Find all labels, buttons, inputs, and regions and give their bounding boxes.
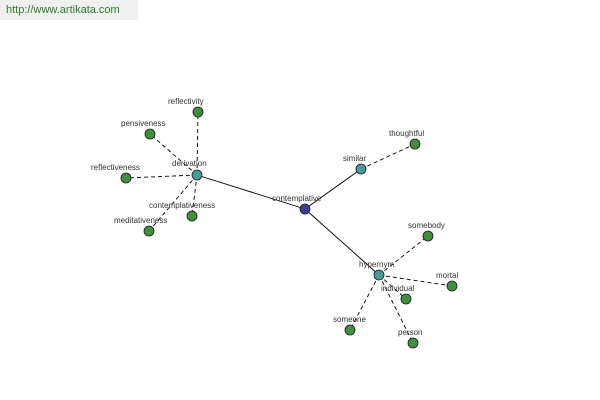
site-url[interactable]: http://www.artikata.com xyxy=(0,0,138,20)
edge-derivation-meditativeness xyxy=(148,174,198,232)
edge-hypernym-person xyxy=(378,274,414,344)
edges-layer xyxy=(125,111,453,344)
nodes-layer xyxy=(120,106,458,349)
leaf-node-pensiveness[interactable] xyxy=(144,128,156,140)
leaf-label-individual[interactable]: individual xyxy=(381,284,415,293)
edge-derivation-reflectivity xyxy=(196,111,199,176)
leaf-node-someone[interactable] xyxy=(344,324,356,336)
relation-label-similar[interactable]: similar xyxy=(343,154,366,163)
leaf-label-somebody[interactable]: somebody xyxy=(408,221,445,230)
edge-derivation-reflectiveness xyxy=(125,174,198,179)
labels-layer: contemplative derivation reflectivity pensi… xyxy=(91,97,458,337)
relation-label-derivation[interactable]: derivation xyxy=(172,159,207,168)
center-node[interactable] xyxy=(299,203,311,215)
edge-center-hypernym xyxy=(304,208,380,276)
relation-node-derivation[interactable] xyxy=(191,169,203,181)
leaf-node-thoughtful[interactable] xyxy=(409,138,421,150)
leaf-label-someone[interactable]: someone xyxy=(333,315,366,324)
relation-node-similar[interactable] xyxy=(355,163,367,175)
leaf-label-mortal[interactable]: mortal xyxy=(436,271,458,280)
edge-hypernym-mortal xyxy=(378,274,453,287)
edge-center-similar xyxy=(304,168,362,210)
leaf-label-contemplativeness[interactable]: contemplativeness xyxy=(149,201,215,210)
edge-hypernym-somebody xyxy=(378,235,429,276)
leaf-label-reflectiveness[interactable]: reflectiveness xyxy=(91,163,140,172)
leaf-label-reflectivity[interactable]: reflectivity xyxy=(168,97,204,106)
leaf-node-person[interactable] xyxy=(407,337,419,349)
edge-similar-thoughtful xyxy=(360,143,416,170)
leaf-label-person[interactable]: person xyxy=(398,328,422,337)
leaf-node-reflectivity[interactable] xyxy=(192,106,204,118)
edge-center-derivation xyxy=(196,174,306,210)
leaf-node-individual[interactable] xyxy=(400,293,412,305)
relation-label-hypernym[interactable]: hypernym xyxy=(359,260,394,269)
leaf-label-meditativeness[interactable]: meditativeness xyxy=(114,216,167,225)
center-label[interactable]: contemplative xyxy=(272,194,322,203)
relation-node-hypernym[interactable] xyxy=(373,269,385,281)
leaf-node-contemplativeness[interactable] xyxy=(186,210,198,222)
edge-hypernym-someone xyxy=(349,274,380,331)
leaf-label-pensiveness[interactable]: pensiveness xyxy=(121,119,165,128)
leaf-node-mortal[interactable] xyxy=(446,280,458,292)
leaf-node-somebody[interactable] xyxy=(422,230,434,242)
edge-derivation-pensiveness xyxy=(149,133,198,176)
edge-hypernym-individual xyxy=(378,274,407,300)
leaf-node-reflectiveness[interactable] xyxy=(120,172,132,184)
leaf-node-meditativeness[interactable] xyxy=(143,225,155,237)
leaf-label-thoughtful[interactable]: thoughtful xyxy=(389,129,424,138)
